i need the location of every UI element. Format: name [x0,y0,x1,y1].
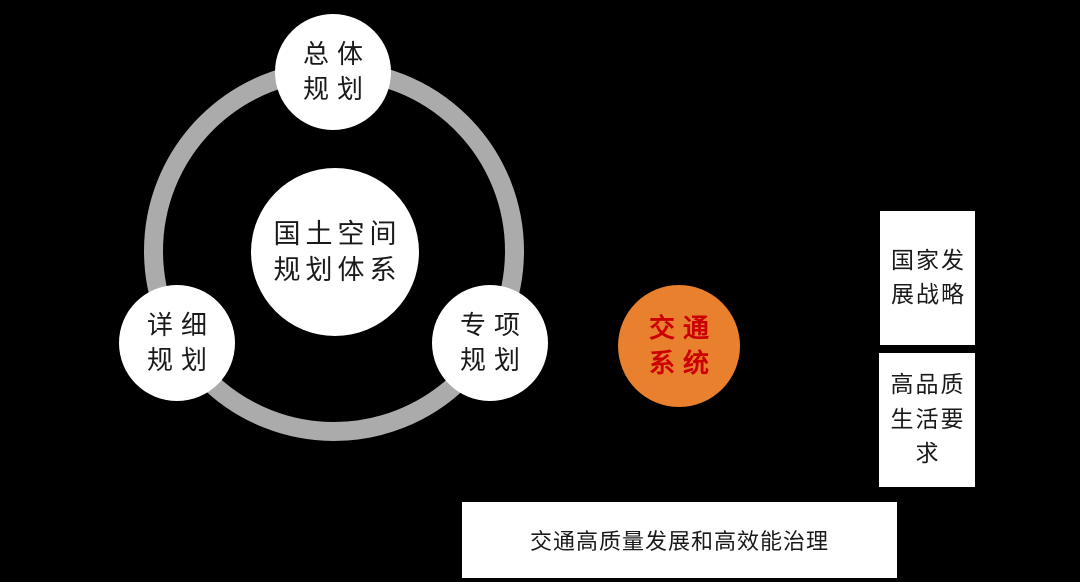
node-spatial-planning-system-label: 国土空间规划体系 [273,218,402,285]
node-detailed-plan: 详细规划 [119,285,235,401]
node-detailed-plan-label: 详细规划 [146,310,215,375]
node-transport-system: 交通系统 [618,285,740,407]
box-quality-life-demand-label: 高品质生活要求 [890,372,966,467]
node-master-plan: 总体规划 [275,14,391,130]
node-transport-system-label: 交通系统 [648,313,717,378]
node-special-plan-label: 专项规划 [459,310,528,375]
box-national-development-strategy-label: 国家发展战略 [891,247,966,308]
box-transport-development-goal-label: 交通高质量发展和高效能治理 [529,529,829,554]
node-master-plan-label: 总体规划 [302,39,371,104]
node-special-plan: 专项规划 [432,285,548,401]
box-quality-life-demand: 高品质生活要求 [879,353,975,487]
box-national-development-strategy: 国家发展战略 [880,211,975,345]
box-transport-development-goal: 交通高质量发展和高效能治理 [462,502,897,578]
node-spatial-planning-system: 国土空间规划体系 [251,168,419,336]
